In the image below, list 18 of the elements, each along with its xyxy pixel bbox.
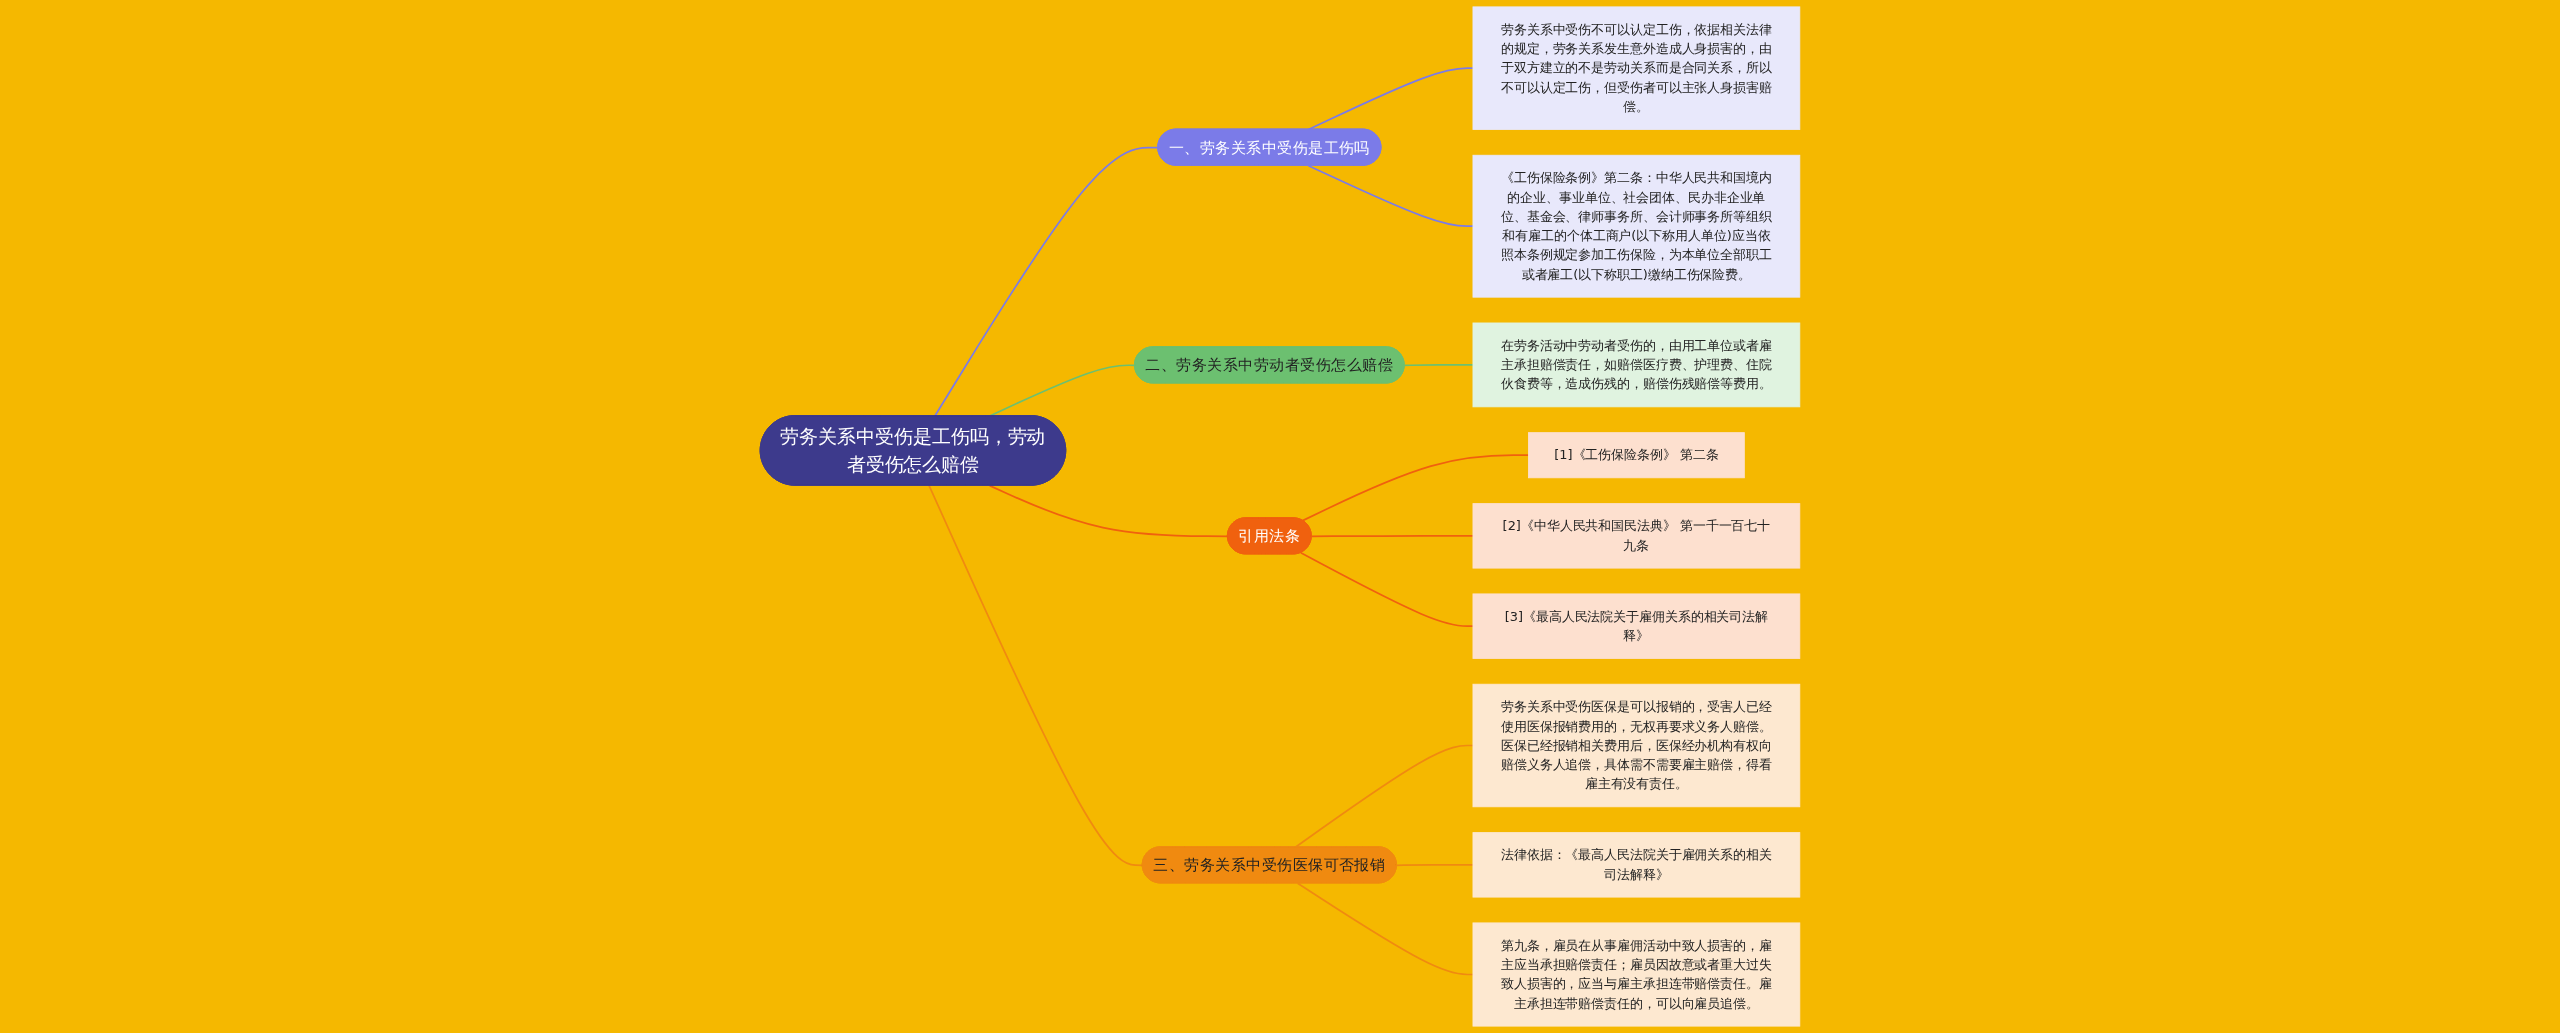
connector [928, 484, 1144, 867]
node-box: [3]《最高人民法院关于雇佣关系的相关司法解释》 [1472, 593, 1801, 659]
connector [1299, 552, 1474, 627]
connector [1301, 454, 1530, 522]
node-box: 法律依据：《最高人民法院关于雇佣关系的相关司法解释》 [1472, 832, 1801, 898]
connector [1307, 164, 1474, 228]
node-box: 在劳务活动中劳动者受伤的，由用工单位或者雇主承担赔偿责任，如赔偿医疗费、护理费、住院伙食费等，造成伤残的，赔偿伤残赔偿等费用。 [1472, 322, 1801, 408]
node-box: [1]《工伤保险条例》 第二条 [1528, 432, 1745, 479]
node-box: 第九条，雇员在从事雇佣活动中致人损害的，雇主应当承担赔偿责任；雇员因故意或者重大过失致人损害的，应当与雇主承担连带赔偿责任。雇主承担连带赔偿责任的，可以向雇员追偿。 [1472, 922, 1801, 1027]
node-box: 劳务关系中受伤不可以认定工伤，依据相关法律的规定，劳务关系发生意外造成人身损害的，由于双方建立的不是劳动关系而是合同关系，所以不可以认定工伤，但受伤者可以主张人身损害赔偿。 [1472, 6, 1801, 130]
connector [988, 484, 1229, 538]
node-box: 劳务关系中受伤医保是可以报销的，受害人已经使用医保报销费用的，无权再要求义务人赔偿。医保已经报销相关费用后，医保经办机构有权向赔偿义务人追偿，具体需不需要雇主赔偿，得看雇主有没有责任。 [1472, 683, 1801, 808]
connector [1296, 882, 1474, 976]
connector [1396, 864, 1474, 867]
node-box: [2]《中华人民共和国民法典》 第一千一百七十九条 [1472, 503, 1801, 569]
connector [1310, 535, 1474, 538]
node-box: 《工伤保险条例》第二条：中华人民共和国境内的企业、事业单位、社会团体、民办非企业单位、基金会、律师事务所、会计师事务所等组织和有雇工的个体工商户(以下称用人单位)应当依照本条例规定参加工伤保险，为本单位全部职工或者雇工(以下称职工)缴纳工伤保险费。 [1472, 154, 1801, 298]
connector [1403, 364, 1474, 367]
